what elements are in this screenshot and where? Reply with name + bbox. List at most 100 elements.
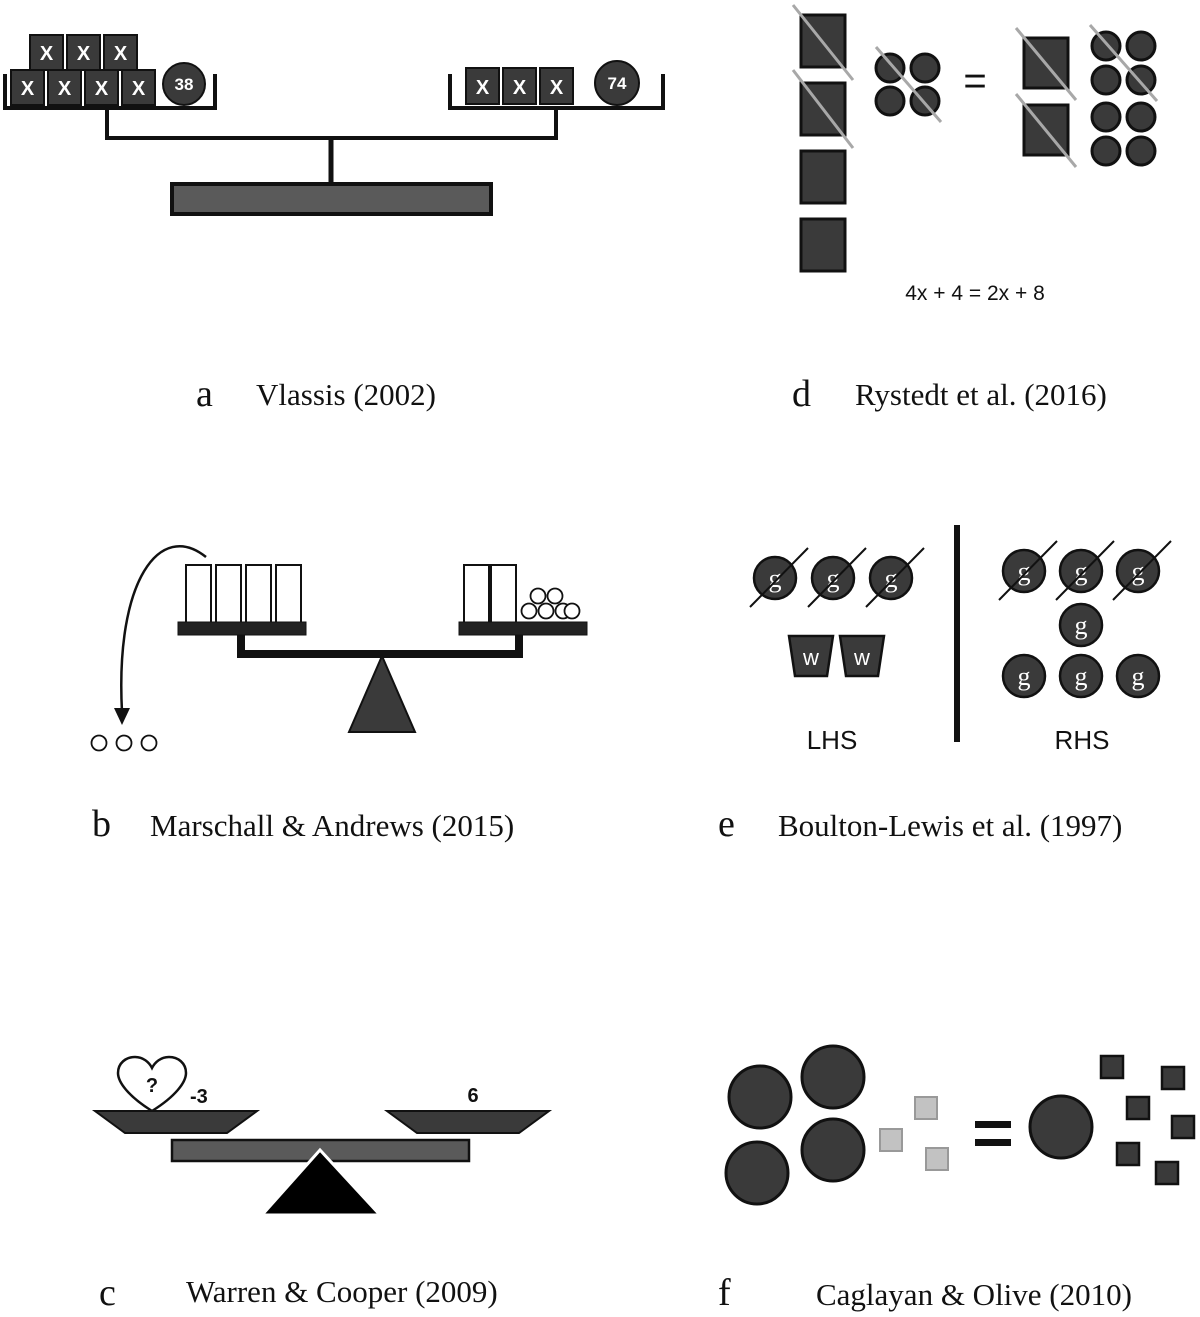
right-pan xyxy=(383,1110,553,1134)
cup-label: w xyxy=(853,645,870,670)
panel-e-model: g g g w w LHS g g g g g g g RHS xyxy=(749,525,1172,755)
right-platform xyxy=(458,621,588,636)
coin: g xyxy=(998,540,1058,601)
removed-ball xyxy=(140,734,158,752)
coin-label: g xyxy=(769,564,782,593)
constant-weight: 38 xyxy=(162,62,206,106)
coin-label: g xyxy=(1132,662,1145,691)
unit-circle xyxy=(1125,30,1157,62)
unit-square xyxy=(1154,1160,1180,1186)
removal-arrow xyxy=(120,545,207,713)
heart-icon xyxy=(116,1055,188,1113)
x-bar xyxy=(215,564,242,624)
coin-label: g xyxy=(1075,662,1088,691)
coin-label: g xyxy=(827,564,840,593)
fulcrum xyxy=(347,653,417,733)
balance-frame xyxy=(105,108,558,140)
coin: g xyxy=(865,547,925,608)
x-box-label: X xyxy=(114,43,128,65)
panel-f-citation: Caglayan & Olive (2010) xyxy=(816,1277,1132,1312)
unit-square xyxy=(1170,1114,1196,1140)
x-box: X xyxy=(47,69,82,106)
unit-square xyxy=(1125,1095,1151,1121)
lhs-label: LHS xyxy=(807,725,858,755)
x-box: X xyxy=(66,34,101,71)
x-bar xyxy=(275,564,302,624)
strike-line xyxy=(1014,93,1078,168)
arrow-head-icon xyxy=(114,708,130,725)
panel-a-balance: X X X X X X X 38 X X X 74 xyxy=(3,34,665,216)
x-box: X xyxy=(10,69,45,106)
removed-ball xyxy=(90,734,108,752)
x-bar xyxy=(245,564,272,624)
unit-ball xyxy=(537,602,555,620)
negative-unit xyxy=(879,1128,903,1152)
rhs-label: RHS xyxy=(1055,725,1110,755)
strike-line xyxy=(791,69,855,149)
cup: w xyxy=(787,634,835,678)
x-box-label: X xyxy=(40,43,54,65)
constant-weight: 74 xyxy=(594,60,640,106)
unit-ball xyxy=(546,587,564,605)
x-box-label: X xyxy=(77,43,91,65)
panel-a-letter: a xyxy=(196,373,213,415)
panel-a-citation: Vlassis (2002) xyxy=(256,377,436,412)
coin-label: g xyxy=(1018,557,1031,586)
x-box: X xyxy=(103,34,138,71)
coin: g xyxy=(1001,653,1047,699)
panel-d-citation: Rystedt et al. (2016) xyxy=(855,377,1107,412)
x-tile xyxy=(799,149,847,205)
right-pan: X X X 74 xyxy=(448,60,665,110)
x-disk xyxy=(724,1140,790,1206)
panel-b-citation: Marschall & Andrews (2015) xyxy=(150,808,514,843)
balance-base xyxy=(170,182,493,216)
coin: g xyxy=(1112,540,1172,601)
equation-text: 4x + 4 = 2x + 8 xyxy=(905,282,1045,305)
x-bar xyxy=(463,564,490,624)
constant-label: 38 xyxy=(175,75,194,94)
panel-e-citation: Boulton-Lewis et al. (1997) xyxy=(778,808,1122,843)
panel-b-letter: b xyxy=(92,803,111,845)
panel-d-tiles: = 4x + 4 = 2x + 8 xyxy=(791,4,1159,305)
x-box-label: X xyxy=(513,77,527,99)
unit-circle xyxy=(1090,101,1122,133)
coin-label: g xyxy=(1018,662,1031,691)
cup: w xyxy=(838,634,886,678)
strike-line xyxy=(874,46,943,123)
strike-line xyxy=(791,4,855,81)
strike-line xyxy=(1088,24,1159,102)
x-bar xyxy=(490,564,517,624)
unit-ball xyxy=(520,602,538,620)
coin: g xyxy=(1115,653,1161,699)
unit-ball xyxy=(563,602,581,620)
x-box: X xyxy=(29,34,64,71)
x-disk xyxy=(1028,1094,1094,1160)
equals-bar xyxy=(975,1139,1011,1146)
coin-label: g xyxy=(1075,557,1088,586)
x-box-label: X xyxy=(21,78,35,100)
panel-b-seesaw xyxy=(90,545,588,752)
cup-label: w xyxy=(802,645,819,670)
unit-circle xyxy=(874,52,906,84)
coin: g xyxy=(1058,602,1104,648)
x-bar xyxy=(185,564,212,624)
x-box-label: X xyxy=(95,78,109,100)
panel-f-letter: f xyxy=(718,1272,731,1314)
x-disk xyxy=(800,1117,866,1183)
right-value: 6 xyxy=(467,1085,478,1107)
panel-d-letter: d xyxy=(792,373,811,415)
panel-c-letter: c xyxy=(99,1272,116,1314)
x-box: X xyxy=(502,67,537,105)
unit-circle xyxy=(1125,101,1157,133)
x-box-label: X xyxy=(476,77,490,99)
coin: g xyxy=(1055,540,1115,601)
strike-line xyxy=(1014,27,1078,101)
coin: g xyxy=(807,547,867,608)
coin-label: g xyxy=(1132,557,1145,586)
unknown-symbol: ? xyxy=(146,1075,158,1097)
constant-label: 74 xyxy=(608,74,627,93)
equals-bar xyxy=(975,1121,1011,1128)
left-platform xyxy=(177,621,307,636)
x-box: X xyxy=(84,69,119,106)
unit-square xyxy=(1160,1065,1186,1091)
